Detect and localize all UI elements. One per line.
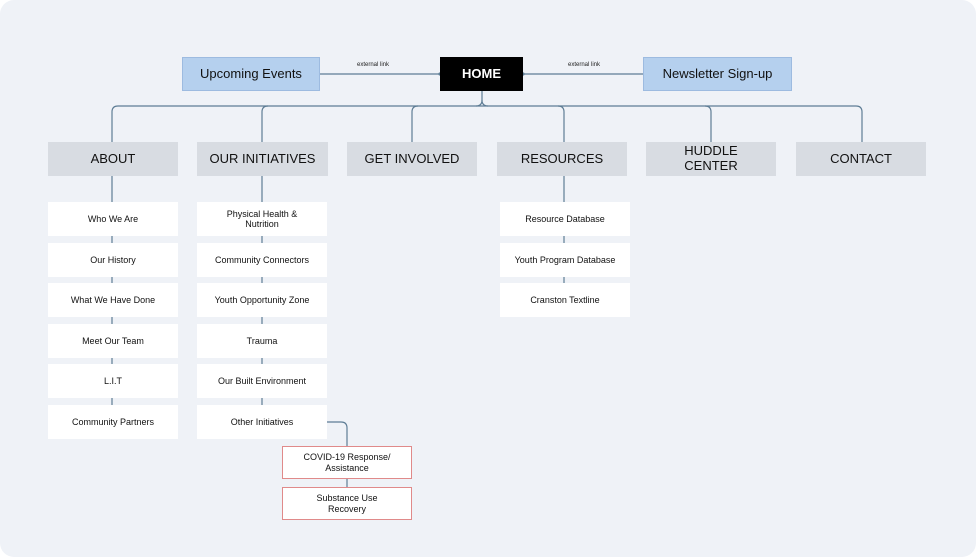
- external-link-label-right: external link: [567, 62, 600, 68]
- connector-initiatives: [261, 105, 269, 142]
- initiatives-item[interactable]: Youth Opportunity Zone: [197, 283, 327, 317]
- initiatives-item[interactable]: Our Built Environment: [197, 364, 327, 398]
- connector-other-initiatives: [327, 421, 348, 446]
- initiatives-item[interactable]: Physical Health & Nutrition: [197, 202, 327, 236]
- section-about[interactable]: ABOUT: [48, 142, 178, 176]
- about-item[interactable]: What We Have Done: [48, 283, 178, 317]
- about-item[interactable]: Meet Our Team: [48, 324, 178, 358]
- upcoming-events-node[interactable]: Upcoming Events: [182, 57, 320, 91]
- connector-contact: [855, 105, 863, 142]
- initiatives-item[interactable]: Other Initiatives: [197, 405, 327, 439]
- section-resources[interactable]: RESOURCES: [497, 142, 627, 176]
- connector-get-involved: [411, 105, 419, 142]
- resources-item[interactable]: Cranston Textline: [500, 283, 630, 317]
- section-huddle-center[interactable]: HUDDLE CENTER: [646, 142, 776, 176]
- section-contact[interactable]: CONTACT: [796, 142, 926, 176]
- connector-huddle: [704, 105, 712, 142]
- other-initiatives-sub-item[interactable]: Substance Use Recovery: [282, 487, 412, 520]
- resources-item[interactable]: Youth Program Database: [500, 243, 630, 277]
- about-item[interactable]: Who We Are: [48, 202, 178, 236]
- connector-about: [111, 105, 119, 142]
- resources-item[interactable]: Resource Database: [500, 202, 630, 236]
- about-item[interactable]: Community Partners: [48, 405, 178, 439]
- section-get-involved[interactable]: GET INVOLVED: [347, 142, 477, 176]
- section-our-initiatives[interactable]: OUR INITIATIVES: [197, 142, 328, 176]
- newsletter-signup-node[interactable]: Newsletter Sign-up: [643, 57, 792, 91]
- connector-home-drop: [475, 91, 483, 107]
- connector-home-drop-right: [481, 99, 489, 107]
- home-node[interactable]: HOME: [440, 57, 523, 91]
- other-initiatives-sub-item[interactable]: COVID-19 Response/ Assistance: [282, 446, 412, 479]
- external-link-label-left: external link: [356, 62, 389, 68]
- initiatives-item[interactable]: Community Connectors: [197, 243, 327, 277]
- about-item[interactable]: Our History: [48, 243, 178, 277]
- connector-resources: [557, 105, 565, 142]
- initiatives-item[interactable]: Trauma: [197, 324, 327, 358]
- about-item[interactable]: L.I.T: [48, 364, 178, 398]
